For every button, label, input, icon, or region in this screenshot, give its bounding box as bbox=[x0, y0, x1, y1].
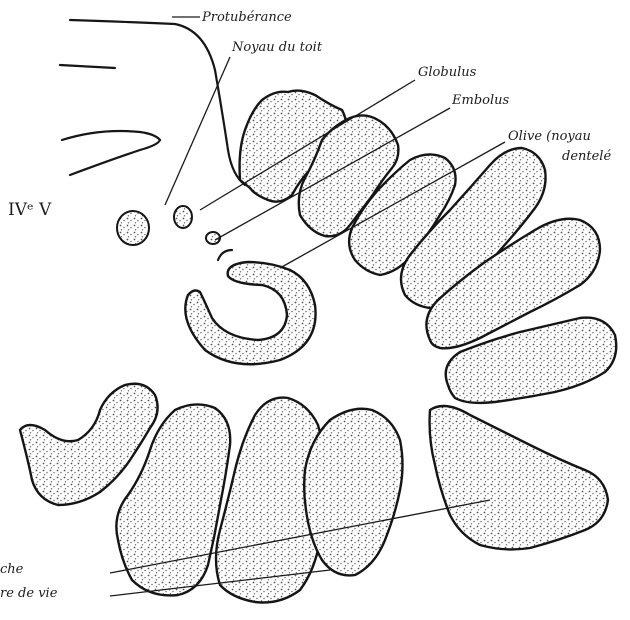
nucleus-ellipse-medium bbox=[174, 206, 192, 228]
label-globulus: Globulus bbox=[418, 65, 477, 80]
label-bottom-line2: re de vie bbox=[0, 586, 58, 601]
brainstem-outline bbox=[60, 20, 245, 260]
label-noyau-du-toit: Noyau du toit bbox=[231, 40, 323, 55]
lower-folium-center-3 bbox=[304, 409, 402, 576]
label-olive-line1: Olive (noyau bbox=[508, 129, 591, 144]
right-folium-4 bbox=[430, 406, 608, 549]
label-protuberance: Protubérance bbox=[201, 10, 292, 25]
label-embolus: Embolus bbox=[451, 93, 509, 108]
small-nuclei bbox=[117, 206, 220, 245]
label-fourth-ventricle: IVᵉ V bbox=[8, 200, 52, 220]
label-bottom-line1: che bbox=[0, 562, 24, 577]
u-shaped-nucleus bbox=[185, 262, 315, 364]
label-olive-line2: dentelé bbox=[562, 149, 611, 164]
nucleus-ellipse-large bbox=[117, 211, 149, 245]
